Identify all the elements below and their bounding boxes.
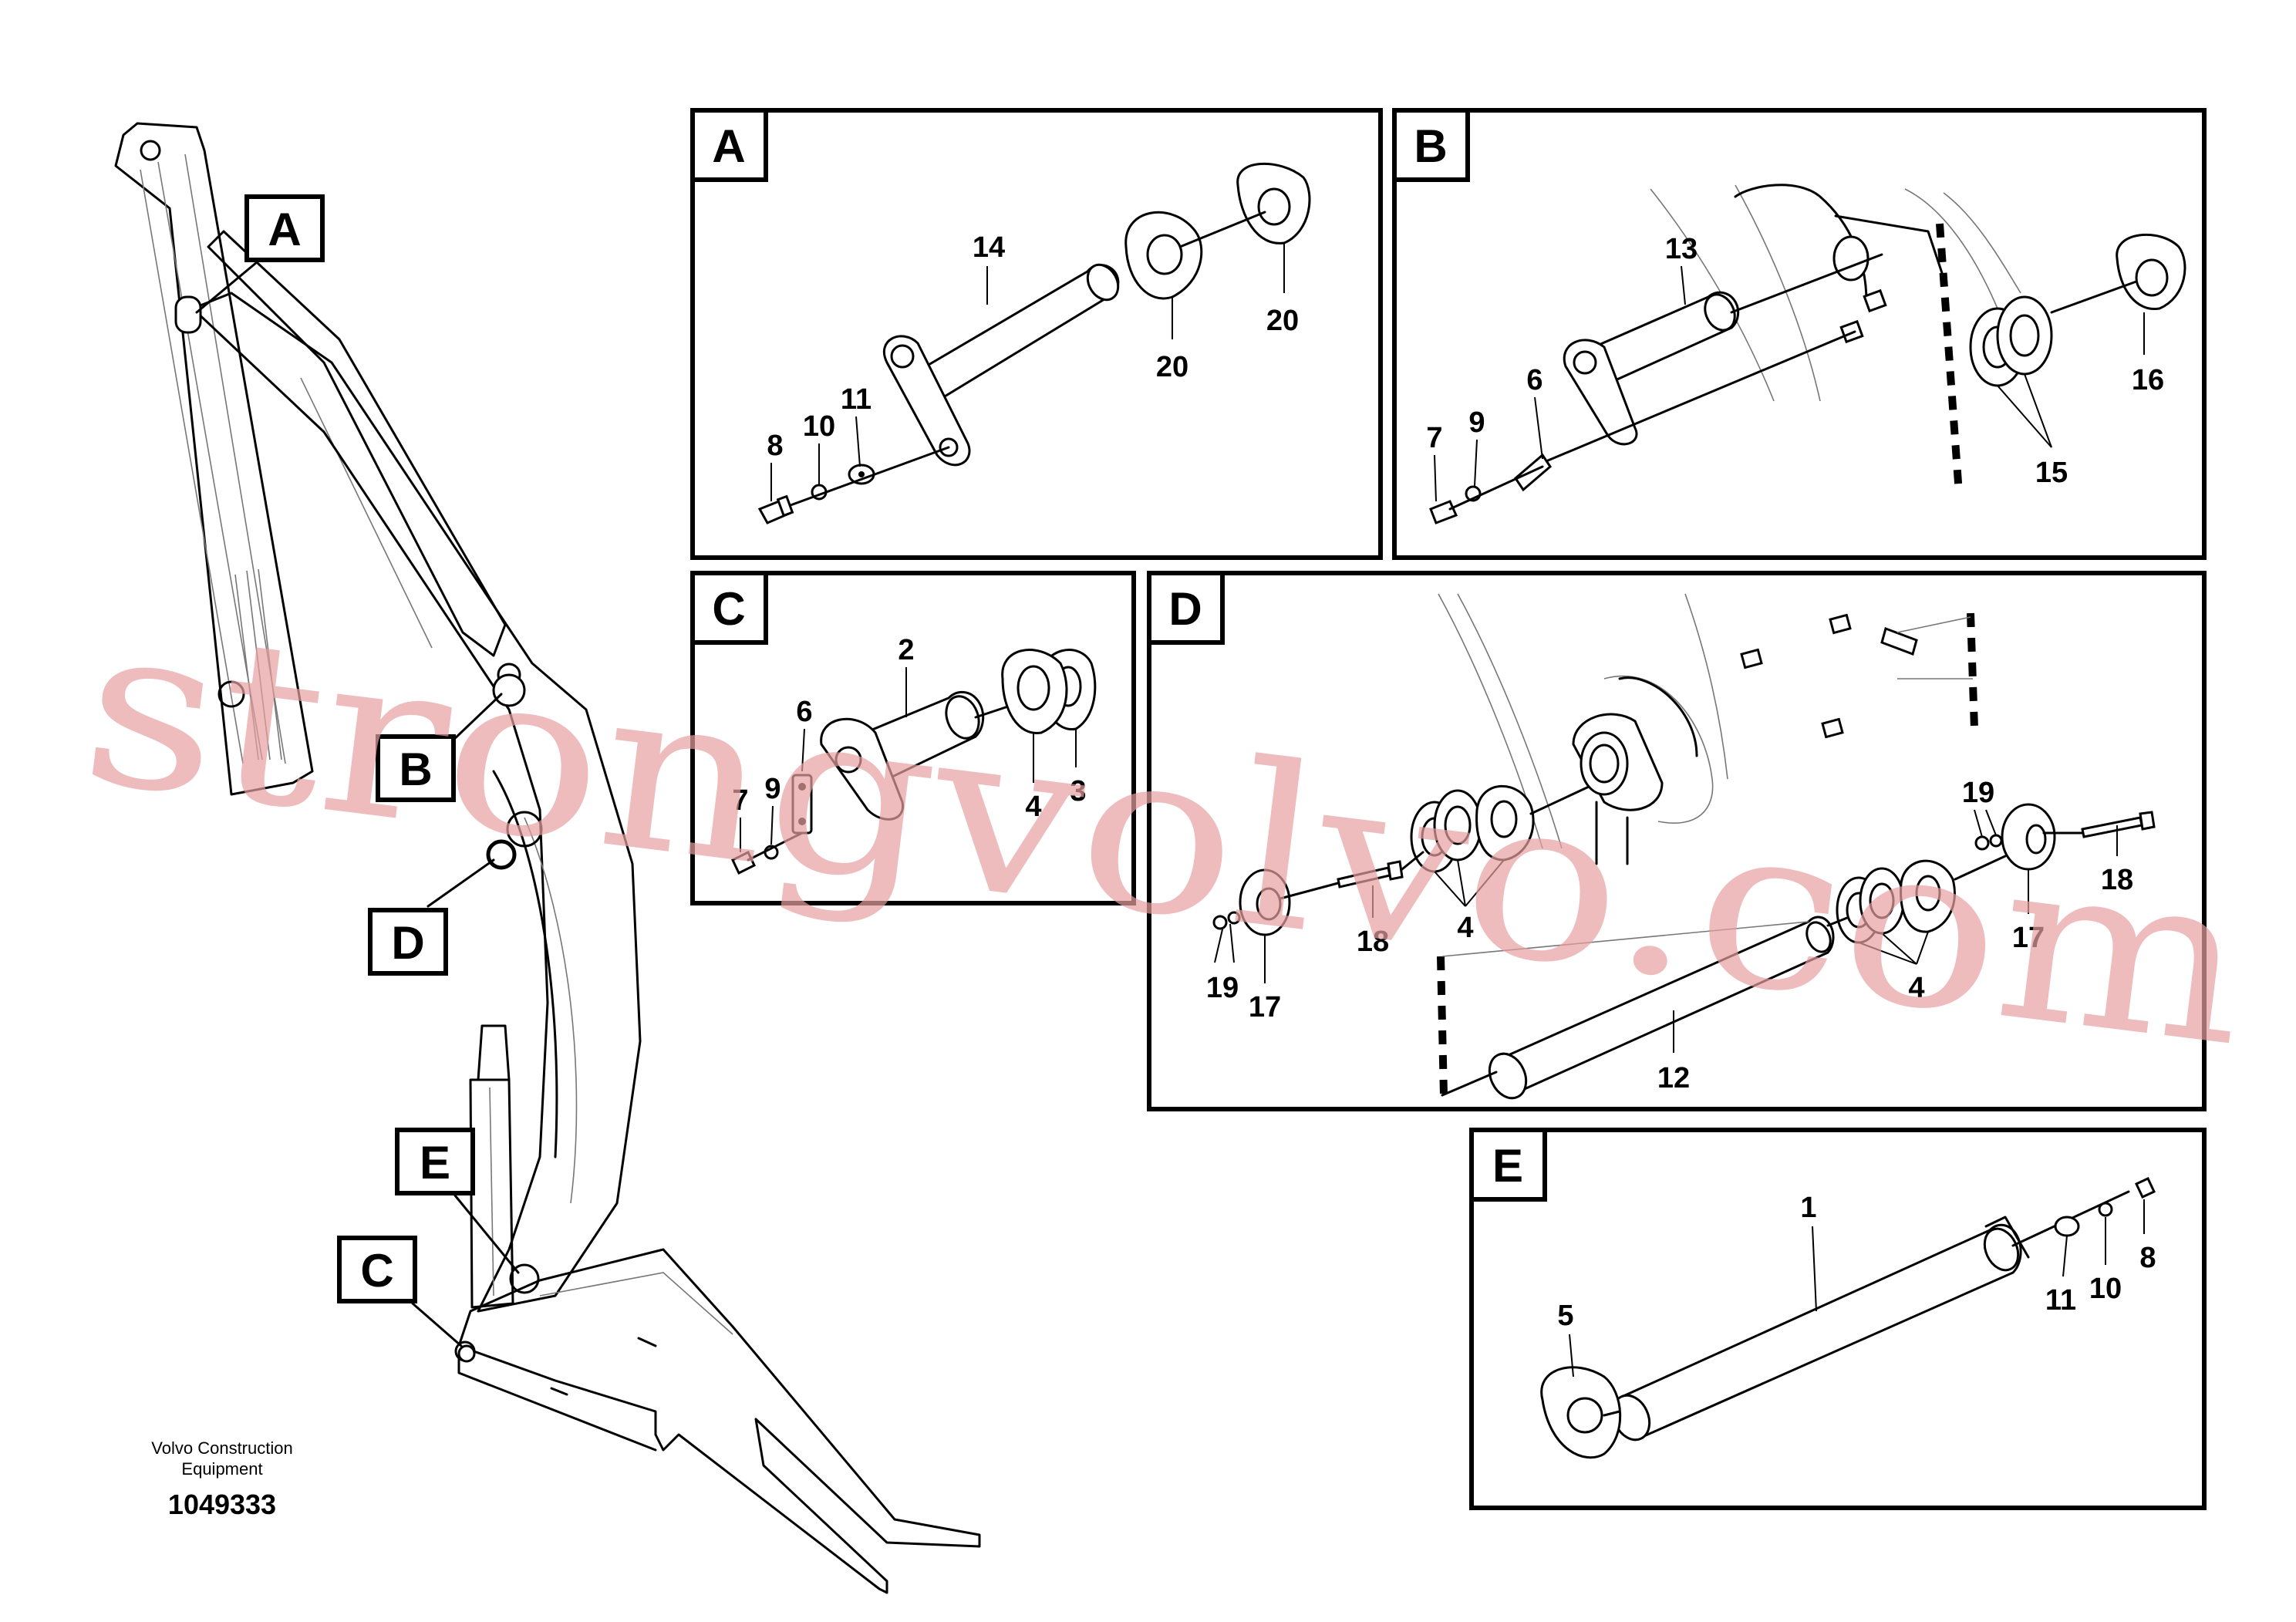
panel-b: B	[1392, 108, 2207, 560]
callout-d-4-lower: 4	[1908, 972, 1924, 1004]
callout-e-1: 1	[1800, 1192, 1816, 1224]
callout-c-7: 7	[732, 784, 748, 817]
callout-d-17-right: 17	[2012, 922, 2045, 954]
detail-tag-e: E	[395, 1128, 520, 1274]
callout-d-19-left: 19	[1206, 972, 1239, 1004]
detail-tag-e-label: E	[420, 1137, 450, 1189]
callout-b-16: 16	[2132, 364, 2164, 396]
callout-d-4-upper: 4	[1457, 912, 1473, 944]
panel-c: C 2 6 9 7 4 3	[690, 571, 1136, 905]
callout-b-9: 9	[1468, 406, 1485, 439]
callout-a-8: 8	[767, 430, 783, 462]
panel-b-tag: B	[1414, 120, 1447, 172]
company-line-2: Equipment	[181, 1459, 262, 1479]
callout-e-10: 10	[2089, 1273, 2122, 1305]
footer: Volvo Construction Equipment 1049333	[151, 1438, 292, 1520]
drawing-number: 1049333	[168, 1489, 276, 1520]
detail-tag-d-label: D	[391, 917, 424, 969]
callout-e-8: 8	[2139, 1242, 2156, 1274]
callout-c-4: 4	[1025, 791, 1041, 823]
callout-a-20-left: 20	[1156, 351, 1188, 383]
detail-tag-d: D	[368, 858, 495, 976]
panel-a: A 14 20 20 8 10 11	[690, 108, 1383, 560]
callout-e-5: 5	[1557, 1300, 1573, 1332]
callout-c-2: 2	[898, 634, 914, 666]
detail-tag-b: B	[376, 693, 503, 802]
boom-overview	[114, 122, 981, 1594]
callout-a-14: 14	[973, 231, 1005, 264]
callout-b-6: 6	[1526, 364, 1542, 396]
panel-a-tag: A	[712, 120, 745, 172]
callout-d-19-right: 19	[1962, 777, 1994, 809]
callout-d-12: 12	[1657, 1062, 1690, 1094]
callout-d-18-right: 18	[2101, 864, 2133, 896]
detail-tag-a-label: A	[268, 204, 301, 255]
callout-a-20-right: 20	[1266, 305, 1299, 337]
callout-a-10: 10	[803, 410, 835, 443]
callout-a-11: 11	[841, 383, 872, 416]
detail-tag-c-label: C	[360, 1245, 393, 1297]
detail-tag-b-label: B	[399, 744, 432, 795]
panel-e-tag: E	[1492, 1140, 1523, 1192]
callout-b-7: 7	[1426, 422, 1442, 454]
callout-d-18-left: 18	[1357, 926, 1389, 958]
panel-d: D	[1147, 571, 2207, 1111]
detail-tag-c: C	[337, 1236, 463, 1347]
panel-d-tag: D	[1168, 583, 1202, 635]
company-line-1: Volvo Construction	[151, 1438, 292, 1458]
detail-tag-a: A	[195, 194, 325, 314]
watermark-text: strongvolvo.com	[71, 574, 2261, 1097]
callout-c-9: 9	[764, 773, 781, 805]
callout-d-17-left: 17	[1249, 991, 1281, 1023]
callout-e-11: 11	[2045, 1284, 2076, 1317]
callout-b-13: 13	[1665, 233, 1698, 265]
callout-c-6: 6	[796, 696, 812, 728]
panel-e: E 1 5 11 10 8	[1469, 1128, 2207, 1510]
callout-c-3: 3	[1070, 775, 1086, 808]
callout-b-15: 15	[2035, 457, 2068, 489]
panel-c-tag: C	[712, 583, 745, 635]
